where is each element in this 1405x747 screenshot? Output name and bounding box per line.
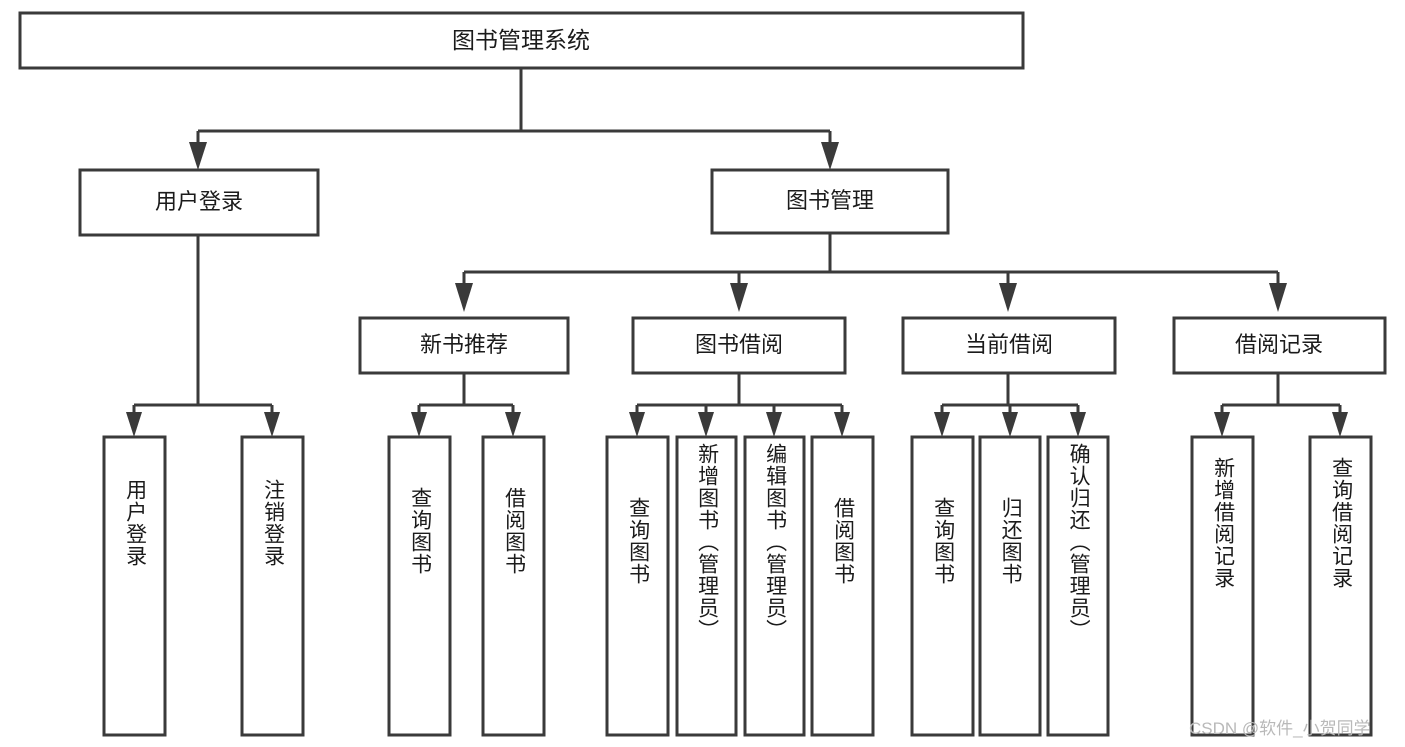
node-root-box[interactable]: [18, 11, 1025, 70]
node-current-borrow-label: 当前借阅: [965, 332, 1053, 357]
arrowhead-leaf-borrow-book-2: [834, 412, 850, 437]
node-current-borrow[interactable]: 当前借阅: [901, 316, 1117, 375]
node-borrow-record-box[interactable]: [1172, 316, 1387, 375]
node-leaf-add-record-box[interactable]: [1190, 435, 1255, 737]
node-leaf-return-book-box[interactable]: [978, 435, 1042, 737]
arrowhead-leaf-return-book: [1002, 412, 1018, 437]
node-leaf-edit-book-box[interactable]: [743, 435, 806, 737]
node-leaf-query-book-2-box[interactable]: [605, 435, 670, 737]
node-book-manage-box[interactable]: [710, 168, 950, 235]
node-user-login[interactable]: 用户登录: [78, 168, 320, 237]
node-current-borrow-box[interactable]: [901, 316, 1117, 375]
node-book-manage[interactable]: 图书管理: [710, 168, 950, 235]
arrowhead-leaf-logout: [264, 412, 280, 437]
node-new-book-recommend-label: 新书推荐: [420, 332, 508, 357]
node-borrow-record[interactable]: 借阅记录: [1172, 316, 1387, 375]
node-book-borrow-label: 图书借阅: [695, 332, 783, 357]
node-borrow-record-label: 借阅记录: [1235, 332, 1323, 357]
arrowhead-leaf-user-login: [126, 412, 142, 437]
arrowhead-leaf-borrow-book-1: [505, 412, 521, 437]
node-leaf-logout-box[interactable]: [240, 435, 305, 737]
arrowhead-leaf-query-book-1: [411, 412, 427, 437]
node-user-login-label: 用户登录: [155, 189, 243, 214]
arrowhead-book-manage: [821, 142, 839, 170]
leaf-boxes: [102, 435, 1373, 737]
connector-layer: [126, 68, 1348, 437]
node-leaf-user-login-box[interactable]: [102, 435, 167, 737]
node-book-manage-label: 图书管理: [786, 188, 874, 213]
arrowhead-leaf-query-book-2: [629, 412, 645, 437]
node-book-borrow-box[interactable]: [631, 316, 847, 375]
arrowhead-book-borrow: [730, 283, 748, 312]
node-leaf-query-book-3-box[interactable]: [910, 435, 975, 737]
node-book-borrow[interactable]: 图书借阅: [631, 316, 847, 375]
node-root-label: 图书管理系统: [452, 27, 590, 53]
node-leaf-add-book-box[interactable]: [675, 435, 738, 737]
arrowhead-current-borrow: [999, 283, 1017, 312]
arrowhead-user-login: [189, 142, 207, 170]
arrowhead-leaf-query-record: [1332, 412, 1348, 437]
arrowhead-leaf-add-book: [698, 412, 714, 437]
node-leaf-borrow-book-2-box[interactable]: [810, 435, 875, 737]
arrowhead-new-book-recommend: [455, 283, 473, 312]
node-leaf-query-record-box[interactable]: [1308, 435, 1373, 737]
node-leaf-confirm-return-box[interactable]: [1046, 435, 1110, 737]
node-root[interactable]: 图书管理系统: [18, 11, 1025, 70]
arrowhead-leaf-add-record: [1214, 412, 1230, 437]
arrowhead-leaf-query-book-3: [934, 412, 950, 437]
arrowhead-leaf-edit-book: [766, 412, 782, 437]
node-new-book-recommend-box[interactable]: [358, 316, 570, 375]
node-user-login-box[interactable]: [78, 168, 320, 237]
arrowhead-leaf-confirm-return: [1070, 412, 1086, 437]
node-leaf-borrow-book-1-box[interactable]: [481, 435, 546, 737]
node-new-book-recommend[interactable]: 新书推荐: [358, 316, 570, 375]
arrowhead-borrow-record: [1269, 283, 1287, 312]
node-leaf-query-book-1-box[interactable]: [387, 435, 452, 737]
